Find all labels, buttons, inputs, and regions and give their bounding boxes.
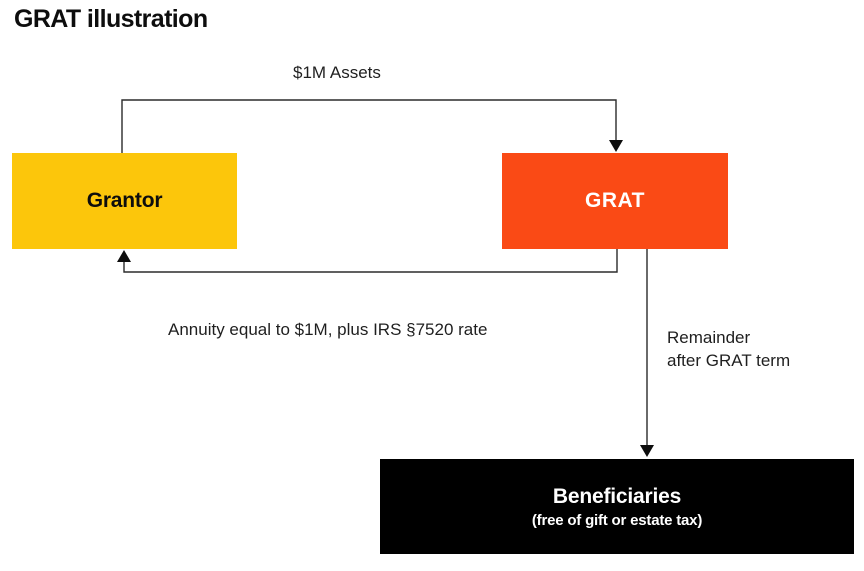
node-grantor: Grantor — [12, 153, 237, 249]
page-title: GRAT illustration — [14, 5, 208, 33]
grantor-label: Grantor — [86, 189, 163, 212]
grat-label: GRAT — [585, 189, 645, 212]
beneficiaries-sublabel: (free of gift or estate tax) — [531, 511, 703, 529]
remainder-edge-label-line2: after GRAT term — [667, 351, 791, 370]
node-grat: GRAT — [502, 153, 728, 249]
assets-edge-label: $1M Assets — [293, 63, 381, 82]
remainder-edge-label-line1: Remainder — [667, 328, 751, 347]
beneficiaries-label: Beneficiaries — [552, 484, 682, 508]
remainder-arrowhead-icon — [640, 445, 654, 457]
annuity-arrow-line — [123, 249, 618, 273]
node-beneficiaries: Beneficiaries (free of gift or estate ta… — [380, 459, 854, 554]
assets-arrowhead-icon — [609, 140, 623, 152]
annuity-arrowhead-icon — [117, 250, 131, 262]
assets-arrow-line — [121, 99, 617, 153]
remainder-edge-label: Remainder after GRAT term — [667, 326, 790, 372]
annuity-edge-label: Annuity equal to $1M, plus IRS §7520 rat… — [168, 320, 488, 339]
